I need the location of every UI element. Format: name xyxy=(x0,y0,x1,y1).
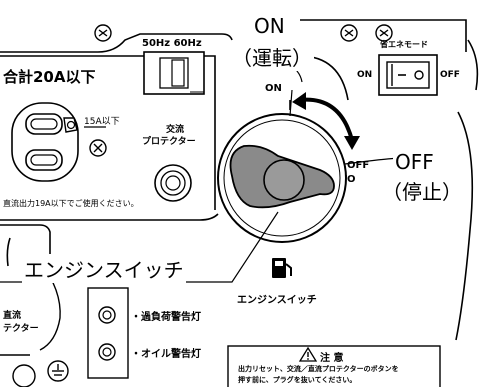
overload-lamp-label: ・過負荷警告灯 xyxy=(131,312,201,323)
rotation-arrow xyxy=(299,97,354,141)
fuel-pump-icon xyxy=(272,258,292,278)
caution-line1: 出力リセット、交流／直流プロテクターのボタンを xyxy=(238,365,399,373)
screw-icon xyxy=(94,24,112,42)
caution-line2: 押す前に、プラグを抜いてください。 xyxy=(238,376,357,384)
total-current-label: 合計20A以下 xyxy=(3,68,96,86)
eco-on-label: ON xyxy=(357,70,373,80)
engine-switch-callout: エンジンスイッチ xyxy=(22,254,186,283)
dc-protector-label-line2: テクター xyxy=(3,324,39,334)
switch-off-symbol: O xyxy=(347,174,356,185)
dc-note: 直流出力19A以下でご使用ください。 xyxy=(3,199,139,208)
ground-terminal-icon xyxy=(47,360,69,382)
overload-lamp xyxy=(98,306,116,324)
caution-box xyxy=(227,345,441,387)
eco-off-label: OFF xyxy=(440,70,460,80)
oil-lamp xyxy=(98,343,116,361)
caution-title: 注 意 xyxy=(320,353,344,364)
switch-caption: エンジンスイッチ xyxy=(237,295,317,306)
ac-protector-label-line2: プロテクター xyxy=(142,137,196,147)
eco-mode-switch xyxy=(378,54,438,96)
outlet-rating-label: 15A以下 xyxy=(84,117,120,127)
oil-lamp-label: ・オイル警告灯 xyxy=(131,349,201,360)
eco-mode-label: 省エネモード xyxy=(380,40,428,49)
off-callout-title: OFF xyxy=(393,150,436,174)
ac-protector-label-line1: 交流 xyxy=(166,125,185,135)
dc-protector-label-line1: 直流 xyxy=(3,311,22,321)
on-callout-title: ON xyxy=(252,14,287,38)
engine-switch-dial xyxy=(217,113,347,243)
reset-button-icon xyxy=(89,139,107,157)
warning-triangle-icon xyxy=(298,346,318,362)
off-callout-subtitle: （停止） xyxy=(380,176,464,205)
frequency-label: 50Hz 60Hz xyxy=(142,38,202,49)
switch-on-label: ON xyxy=(265,83,282,94)
ac-protector-button xyxy=(154,164,192,202)
frequency-selector xyxy=(143,51,205,95)
switch-off-label: OFF xyxy=(347,160,370,171)
screw-icon xyxy=(340,24,358,42)
screw-icon xyxy=(375,24,393,42)
on-callout-subtitle: （運転） xyxy=(230,42,314,71)
ac-outlet xyxy=(11,102,79,182)
